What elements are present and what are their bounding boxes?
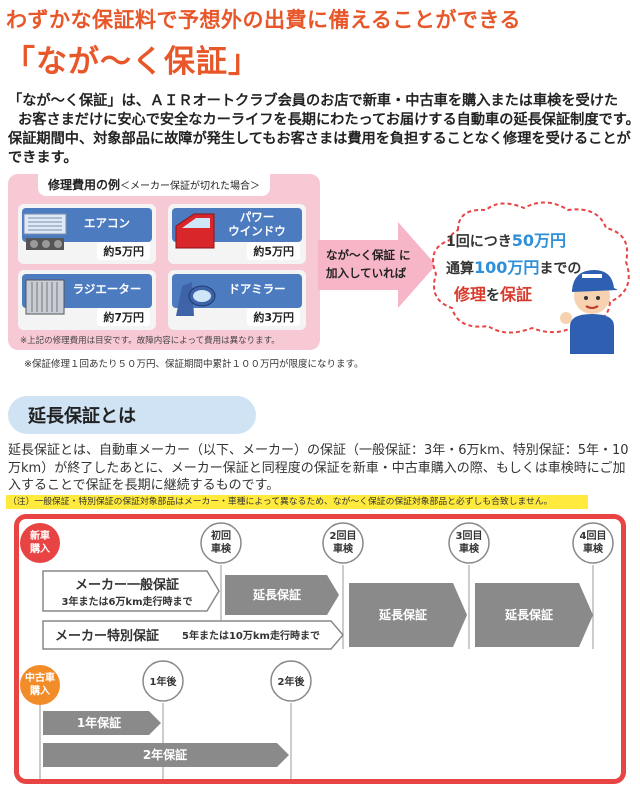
extended-label-1: 延長保証: [252, 587, 301, 602]
general-warranty-arrow: [42, 570, 220, 612]
pink-arrow-icon: [318, 222, 436, 308]
one-year-arrow: [43, 711, 161, 735]
repair-cost-title-text: 修理費用の例: [48, 178, 121, 192]
extended-arrow-2: [349, 583, 467, 647]
special-warranty-detail: 5年または10万km走行時まで: [182, 629, 320, 642]
arrow-text: なが～く保証 に 加入していれば: [326, 246, 426, 282]
cloud-text: 1回につき50万円 通算100万円までの 修理を保証: [446, 228, 626, 309]
repair-cost-box: 修理費用の例＜メーカー保証が切れた場合＞ エアコン 約5万円 パワー ウインドウ…: [8, 174, 320, 350]
repair-card-power-window: パワー ウインドウ 約5万円: [168, 204, 306, 264]
intro-text: 「なが～く保証」は、ＡＩＲオートクラブ会員のお店で新車・中古車を購入または車検を…: [8, 92, 640, 168]
section-heading: 延長保証とは: [8, 396, 256, 434]
door-mirror-icon: [176, 282, 216, 316]
repair-card-door-mirror: ドアミラー 約3万円: [168, 270, 306, 330]
inspection-1-line1: 初回: [211, 529, 231, 542]
special-warranty-label: メーカー特別保証: [55, 628, 159, 644]
cloud-line3-mid: を: [486, 288, 501, 304]
card-name-line2: ウインドウ: [228, 224, 286, 238]
cloud-line1-pre: 1回につき: [446, 234, 512, 250]
arrow-line: 加入していれば: [326, 266, 407, 280]
one-year-marker: [142, 660, 184, 702]
new-car-marker: [20, 523, 60, 563]
repair-card-aircon: エアコン 約5万円: [18, 204, 156, 264]
special-warranty-arrow: [42, 620, 344, 650]
extended-label-2: 延長保証: [378, 607, 427, 622]
arrow-line: なが～く保証 に: [326, 248, 411, 262]
body-line: 延長保証とは、自動車メーカー（以下、メーカー）の保証（一般保証：3年・6万km、…: [8, 443, 629, 458]
card-name: ラジエーター: [72, 282, 142, 296]
cloud-line3-repair: 修理: [454, 285, 487, 304]
inspection-3-line1: 3回目: [456, 530, 483, 542]
car-door-icon: [175, 213, 215, 249]
timeline-svg: 新車 購入 初回 車検 2回目 車検 3回目 車検 4回目 車検 メーカー一般保…: [20, 522, 614, 779]
body-text: 延長保証とは、自動車メーカー（以下、メーカー）の保証（一般保証：3年・6万km、…: [8, 442, 634, 495]
brand-title: 「なが～く保証」: [4, 44, 260, 80]
warranty-timeline: 新車 購入 初回 車検 2回目 車検 3回目 車検 4回目 車検 メーカー一般保…: [14, 514, 626, 784]
used-car-marker: [20, 665, 60, 705]
intro-line: できます。: [8, 150, 78, 166]
card-name: パワー: [239, 210, 275, 224]
general-warranty-detail: 3年または6万km走行時まで: [62, 595, 193, 608]
mechanic-illustration: [560, 270, 618, 354]
inspection-2-line2: 車検: [333, 542, 354, 555]
two-year-warranty-label: 2年保証: [143, 747, 187, 762]
one-year-label: 1年後: [150, 675, 178, 688]
cloud-line1-amount: 50万円: [511, 231, 567, 250]
inspection-markers: 初回 車検 2回目 車検 3回目 車検 4回目 車検: [200, 522, 614, 564]
limit-note: ※保証修理１回あたり５０万円、保証期間中累計１００万円が限度になります。: [24, 359, 364, 370]
new-car-label-1: 新車: [30, 529, 50, 542]
cloud-line2-post: までの: [539, 261, 582, 277]
radiator-icon: [25, 279, 65, 315]
extended-arrow-1: [225, 575, 339, 615]
inspection-4-line2: 車検: [583, 542, 604, 555]
repair-cost-subtitle: ＜メーカー保証が切れた場合＞: [120, 181, 261, 192]
card-price: 約5万円: [247, 242, 300, 260]
body-line: 万km）が終了したあとに、メーカー保証と同程度の保証を新車・中古車購入の際、もし…: [8, 460, 626, 476]
one-year-warranty-label: 1年保証: [77, 715, 121, 730]
aircon-icon: [23, 213, 67, 250]
new-car-label-2: 購入: [29, 542, 50, 555]
intro-line: 保証期間中、対象部品に故障が発生してもお客さまは費用を負担することなく修理を受け…: [8, 131, 631, 147]
body-line: 入することで保証を長期に継続するものです。: [8, 478, 280, 493]
inspection-3-line2: 車検: [459, 542, 480, 555]
card-name: ドアミラー: [228, 282, 286, 296]
used-car-label-2: 購入: [29, 684, 50, 697]
repair-cost-title: 修理費用の例＜メーカー保証が切れた場合＞: [38, 174, 271, 196]
card-price: 約5万円: [97, 242, 150, 260]
two-year-marker: [270, 660, 312, 702]
two-year-label: 2年後: [278, 675, 306, 688]
repair-cost-note: ※上記の修理費用は目安です。故障内容によって費用は異なります。: [20, 336, 280, 346]
headline: わずかな保証料で予想外の出費に備えることができる: [6, 8, 521, 32]
intro-line: 「なが～く保証」は、ＡＩＲオートクラブ会員のお店で新車・中古車を購入または車検を…: [8, 93, 619, 109]
intro-line: お客さまだけに安心で安全なカーライフを長期にわたってお届けする自動車の延長保証制…: [18, 112, 640, 128]
card-name: エアコン: [84, 216, 130, 230]
inspection-4-line1: 4回目: [580, 530, 607, 542]
inspection-1-line2: 車検: [211, 542, 232, 555]
two-year-arrow: [43, 743, 289, 767]
card-price: 約3万円: [247, 308, 300, 326]
used-car-label-1: 中古車: [25, 671, 55, 684]
yellow-note: （注）一般保証・特別保証の保証対象部品はメーカー・車種によって異なるため、なが～…: [6, 495, 588, 509]
extended-label-3: 延長保証: [504, 607, 553, 622]
cloud-line3-guarantee: 保証: [500, 285, 533, 304]
general-warranty-label: メーカー一般保証: [75, 577, 179, 593]
card-price: 約7万円: [97, 308, 150, 326]
cloud-line2-amount: 100万円: [474, 258, 540, 277]
inspection-2-line1: 2回目: [330, 530, 357, 542]
repair-card-radiator: ラジエーター 約7万円: [18, 270, 156, 330]
cloud-line2-pre: 通算: [446, 261, 474, 277]
extended-arrow-3: [475, 583, 593, 647]
section-title: 延長保証とは: [28, 406, 136, 427]
